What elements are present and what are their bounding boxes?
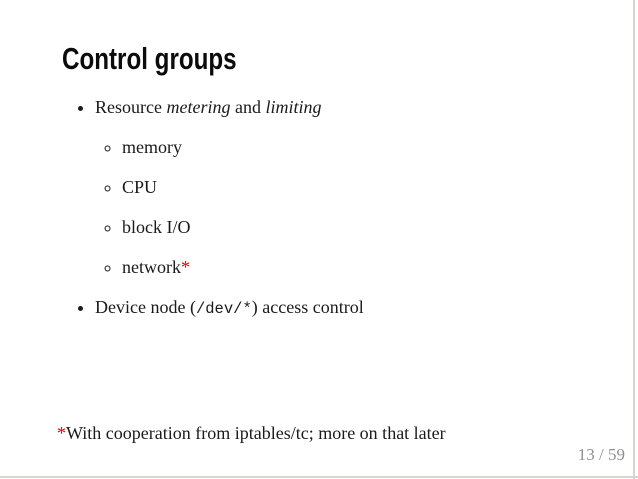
sub-bullet-list: memory CPU block I/O network*: [95, 136, 598, 278]
device-node-text: Device node (: [95, 297, 196, 317]
limiting-italic: limiting: [265, 97, 322, 117]
cpu-text: CPU: [122, 177, 158, 197]
network-text: network: [122, 257, 181, 277]
slide-body: Resource metering and limiting memory CP…: [57, 96, 598, 338]
memory-text: memory: [122, 137, 182, 157]
list-item-memory: memory: [122, 136, 598, 158]
list-item-block-io: block I/O: [122, 216, 598, 238]
list-item-device-node: Device node (/dev/*) access control: [95, 296, 598, 320]
footnote-asterisk: *: [57, 423, 66, 443]
list-item-resource: Resource metering and limiting memory CP…: [95, 96, 598, 278]
slide-title: Control groups: [62, 41, 237, 76]
page-number: 13 / 59: [577, 445, 625, 464]
slide-right-edge-line: [633, 0, 635, 479]
bullet-list: Resource metering and limiting memory CP…: [57, 96, 598, 320]
slide-bottom-edge-line: [0, 476, 638, 478]
metering-italic: metering: [166, 97, 231, 117]
block-io-text: block I/O: [122, 217, 191, 237]
list-item-network: network*: [122, 256, 598, 278]
dev-path-code: /dev/*: [195, 300, 252, 318]
network-asterisk: *: [180, 257, 190, 277]
list-item-cpu: CPU: [122, 176, 598, 198]
access-control-text: ) access control: [251, 297, 364, 317]
footnote-text: With cooperation from iptables/tc; more …: [66, 423, 446, 443]
resource-text: Resource: [95, 97, 167, 117]
and-text: and: [230, 97, 266, 117]
footnote: *With cooperation from iptables/tc; more…: [57, 422, 446, 444]
